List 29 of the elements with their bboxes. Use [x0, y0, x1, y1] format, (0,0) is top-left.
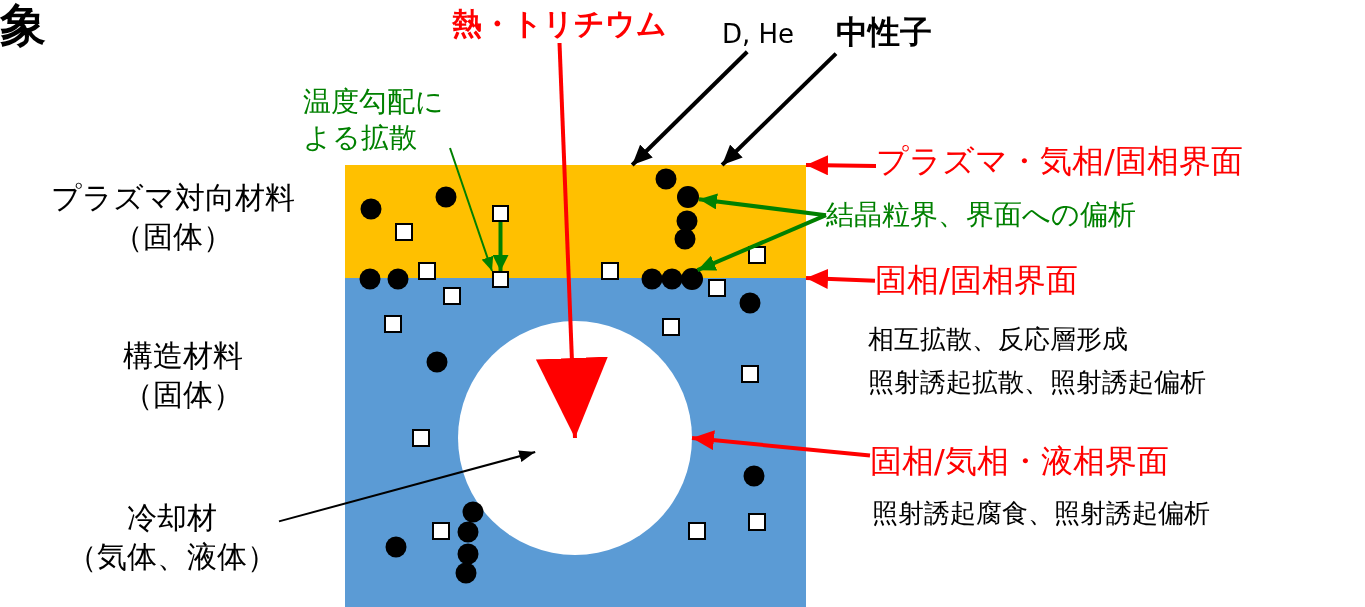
node-caption: プラズマ対向材料（固体） [49, 179, 296, 256]
node-label: プラズマ・気相/固相界面 [876, 141, 1243, 183]
particle-square [492, 205, 509, 222]
node-label: 結晶粒界、界面への偏析 [826, 197, 1136, 234]
arrow [720, 52, 838, 167]
node-label: 冷却材（気体、液体） [64, 498, 279, 576]
node-caption: 照射誘起腐食、照射誘起偏析 [872, 497, 1210, 530]
node-caption: 相互拡散、反応層形成 [868, 323, 1128, 356]
title: 象 [0, 0, 46, 51]
arrow [805, 268, 876, 289]
structural-layer [345, 278, 806, 607]
node-label: 固相/固相界面 [875, 260, 1078, 302]
node-caption: 構造材料（固体） [121, 337, 244, 414]
arrow [805, 155, 877, 176]
node-label: 中性子 [836, 12, 932, 54]
arrow [691, 430, 871, 458]
node-label: 固相/気相・液相界面 [870, 441, 1169, 483]
node-caption: 照射誘起拡散、照射誘起偏析 [868, 366, 1206, 399]
arrow [492, 222, 509, 271]
particle-square [492, 271, 509, 288]
arrow [698, 193, 827, 218]
particle-dot [677, 186, 699, 208]
node-label: 熱・トリチウム [452, 4, 667, 43]
arrow [278, 450, 537, 523]
arrow [535, 42, 608, 439]
arrow [696, 213, 827, 273]
node-label: 温度勾配による拡散 [303, 84, 453, 157]
arrow [630, 50, 749, 167]
node-label: D, He [722, 18, 795, 52]
